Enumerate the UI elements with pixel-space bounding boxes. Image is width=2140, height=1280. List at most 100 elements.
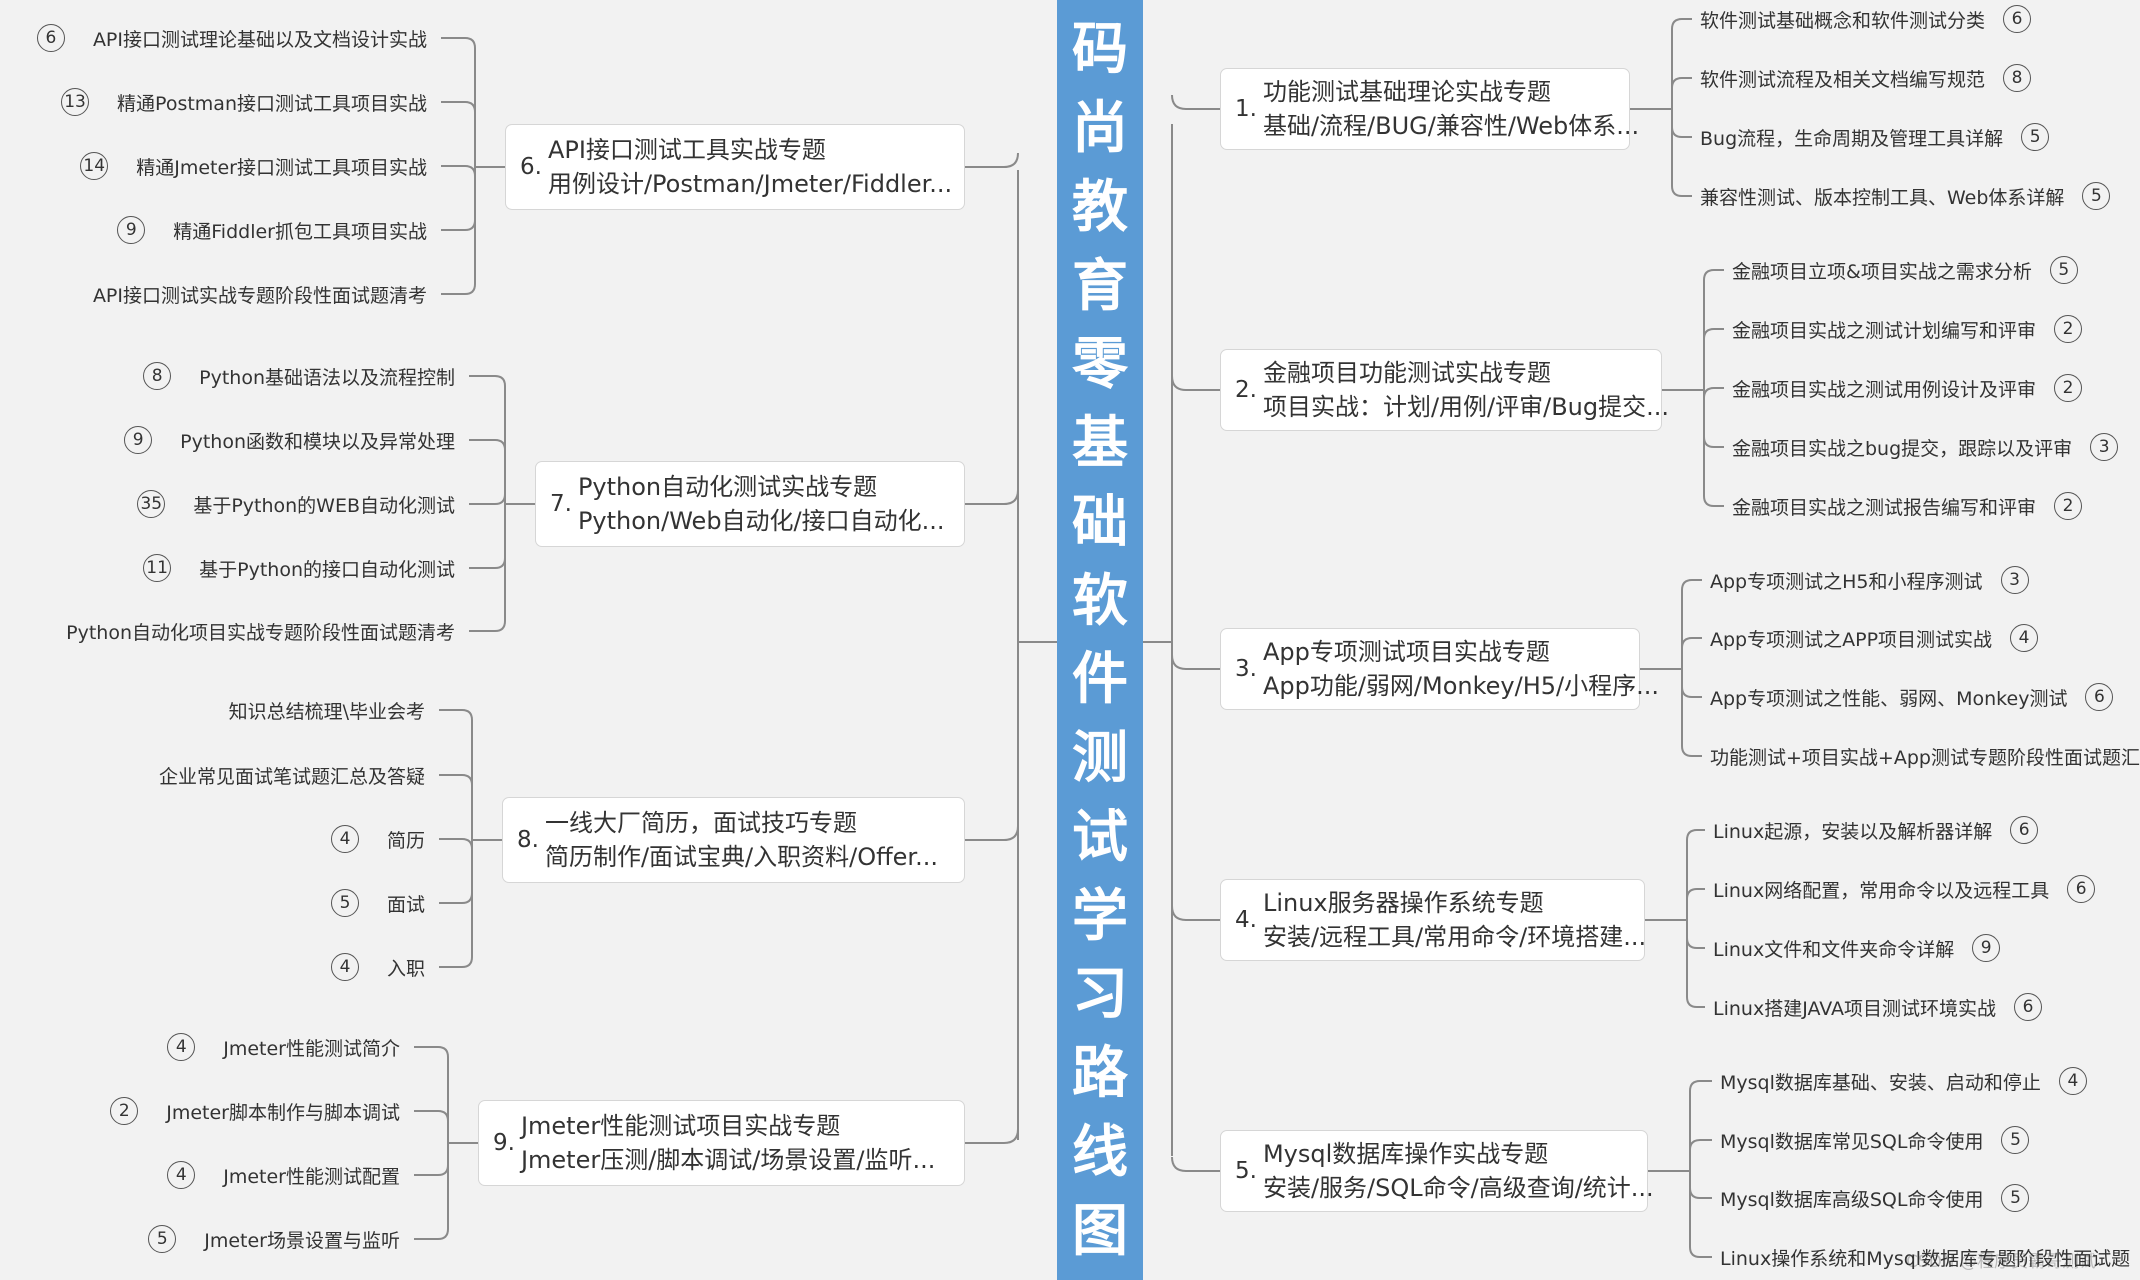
subtopic-label: Linux操作系统和Mysql数据库专题阶段性面试题 [1720,1247,2131,1270]
count-badge: 8 [2003,64,2032,92]
topic-4[interactable]: 4.Linux服务器操作系统专题安装/远程工具/常用命令/环境搭建... [1220,879,1646,961]
subtopic-label: 入职 [386,957,425,980]
topic-title-line1: App专项测试项目实战专题 [1262,638,1550,666]
topic-5[interactable]: 5.Mysql数据库操作实战专题安装/服务/SQL命令/高级查询/统计... [1220,1130,1654,1212]
count-badge: 5 [2001,1126,2030,1154]
connector-line [1686,996,1705,1008]
count-badge: 4 [167,1161,196,1189]
topic-2[interactable]: 2.金融项目功能测试实战专题项目实战：计划/用例/评审/Bug提交... [1220,349,1669,431]
connector-line [439,956,473,968]
topic-8[interactable]: 8.一线大厂简历，面试技巧专题简历制作/面试宝典/入职资料/Offer... [502,797,965,883]
count-badge: 9 [117,216,146,244]
central-title-char: 图 [1072,1197,1128,1264]
count-badge: 2 [2054,315,2083,343]
connector-line [1689,1187,1712,1199]
subtopic-label: Jmeter脚本制作与脚本调试 [166,1101,400,1124]
topic-subtitle: 项目实战：计划/用例/评审/Bug提交... [1262,393,1670,421]
topic-number: 4. [1235,907,1257,933]
connector-line [441,219,476,231]
connector-line [439,838,473,850]
count-badge: 4 [330,825,359,853]
central-title-char: 路 [1072,1040,1128,1107]
count-badge: 4 [167,1033,196,1061]
connector-line [469,439,506,451]
subtopic-label: 金融项目实战之bug提交，跟踪以及评审 [1732,437,2073,460]
subtopic-label: 精通Jmeter接口测试工具项目实战 [136,156,427,179]
connector-line [1171,654,1220,670]
subtopic-item[interactable]: 企业常见面试笔试题汇总及答疑 [159,759,425,791]
connector-line [965,152,1019,168]
subtopic-item[interactable]: Linux操作系统和Mysql数据库专题阶段性面试题 [1720,1241,2130,1273]
subtopic-item[interactable]: Python自动化项目实战专题阶段性面试题清考 [66,615,455,647]
connector-line [1686,888,1705,900]
subtopic-label: Mysql数据库基础、安装、启动和停止 [1720,1071,2041,1094]
topic-1[interactable]: 1.功能测试基础理论实战专题基础/流程/BUG/兼容性/Web体系... [1220,68,1639,150]
connector-line [1171,94,1220,110]
central-title-char: 础 [1072,488,1128,555]
topic-title-line1: Python自动化测试实战专题 [577,473,878,501]
subtopic-label: Python自动化项目实战专题阶段性面试题清考 [66,621,455,644]
connector-line [965,489,1019,505]
subtopic-label: 面试 [386,893,425,916]
count-badge: 9 [1972,934,2001,962]
connector-line [469,375,506,387]
topic-6[interactable]: 6.API接口测试工具实战专题用例设计/Postman/Jmeter/Fiddl… [505,124,965,210]
count-badge: 6 [2067,875,2096,903]
subtopic-label: API接口测试理论基础以及文档设计实战 [92,28,427,51]
connector-line [1171,1156,1220,1172]
subtopic-item[interactable]: API接口测试实战专题阶段性面试题清考 [93,278,427,310]
connector-line [441,37,476,49]
connector-line [965,825,1019,841]
central-topic[interactable]: 码尚教育零基础软件测试学习路线图 [1057,0,1143,1280]
topic-title: API接口测试工具实战专题用例设计/Postman/Jmeter/Fiddler… [548,133,964,201]
central-title-char: 育 [1072,252,1128,319]
connector-line [414,1110,449,1122]
connector-line [1671,18,1692,30]
connector-line [1171,375,1220,391]
subtopic-label: App专项测试之性能、弱网、Monkey测试 [1710,687,2068,710]
topic-title: 金融项目功能测试实战专题项目实战：计划/用例/评审/Bug提交... [1263,356,1681,424]
subtopic-item[interactable]: 功能测试+项目实战+App测试专题阶段性面试题汇 [1710,740,2140,772]
subtopic-item[interactable]: 知识总结梳理\毕业会考 [229,694,425,726]
connector-line [1681,686,1702,698]
count-badge: 5 [2082,182,2111,210]
subtopic-label: 软件测试基础概念和软件测试分类 [1700,9,1986,32]
